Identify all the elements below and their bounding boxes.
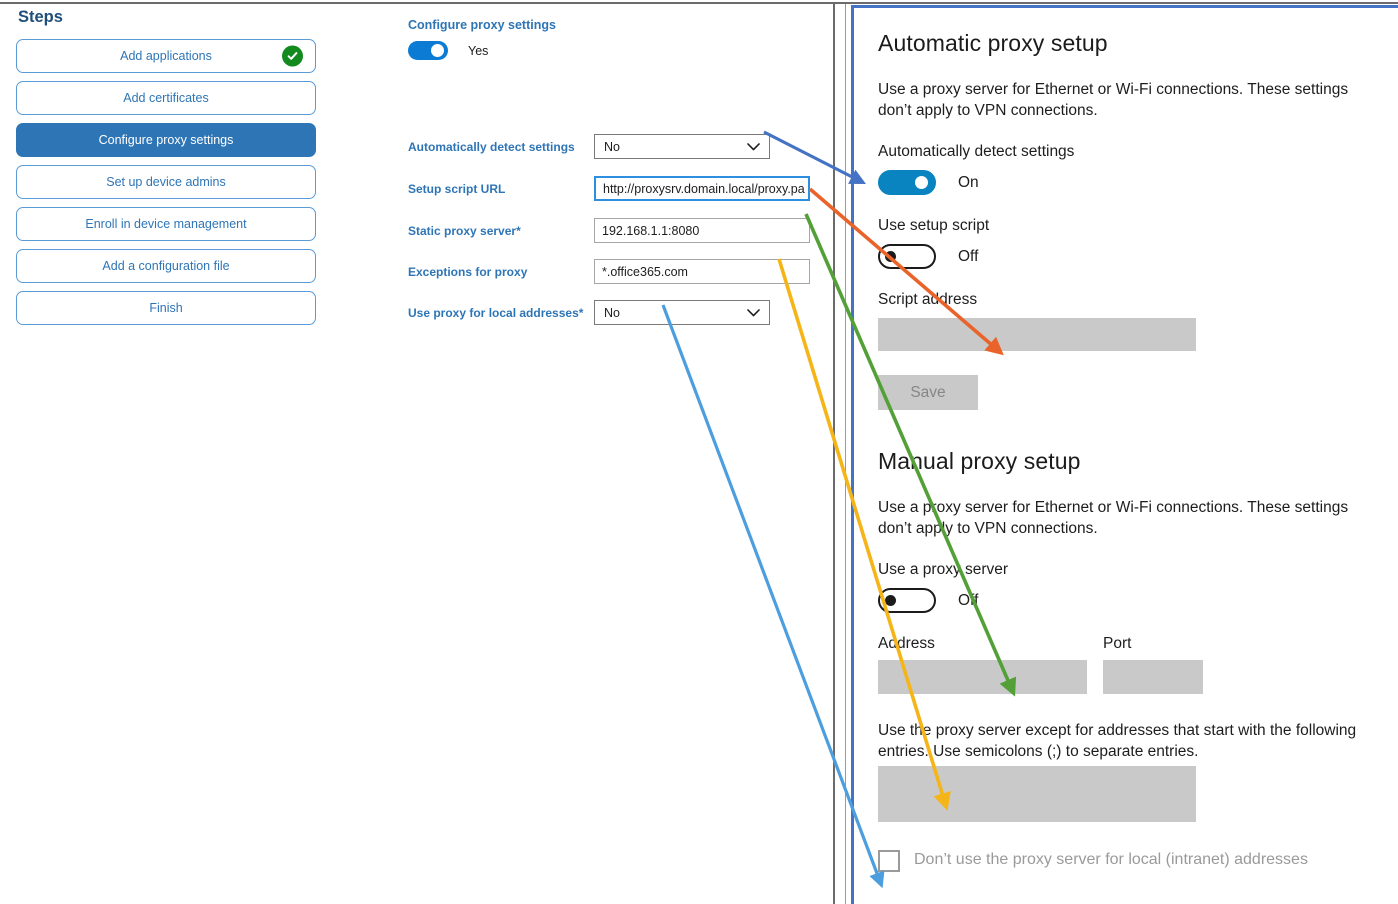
sidebar-item-set-up-device-admins[interactable]: Set up device admins — [16, 165, 316, 199]
automatic-proxy-setup-heading: Automatic proxy setup — [878, 30, 1108, 56]
field-control: 192.168.1.1:8080 — [594, 218, 810, 243]
sidebar-item-label: Finish — [149, 301, 183, 315]
field-row-setup-script-url: Setup script URL http://proxysrv.domain.… — [408, 176, 828, 201]
sidebar-item-label: Set up device admins — [106, 175, 226, 189]
address-port-row: Address Port — [878, 635, 1398, 694]
toggle-value-label: Yes — [468, 43, 489, 58]
field-label: Automatically detect settings — [408, 139, 575, 154]
select-value: No — [604, 305, 620, 320]
vertical-divider-inner — [845, 4, 846, 904]
field-label: Setup script URL — [408, 181, 506, 196]
use-a-proxy-server-label: Use a proxy server — [878, 561, 1009, 578]
check-circle-icon — [282, 45, 303, 67]
field-control: No — [594, 300, 770, 325]
exceptions-for-proxy-input[interactable]: *.office365.com — [594, 259, 810, 284]
input-value: *.office365.com — [602, 264, 688, 279]
automatically-detect-settings-label: Automatically detect settings — [878, 143, 1075, 160]
toggle-track — [878, 244, 936, 269]
exceptions-input[interactable] — [878, 766, 1196, 822]
port-input[interactable] — [1103, 660, 1203, 694]
sidebar-item-add-a-configuration-file[interactable]: Add a configuration file — [16, 249, 316, 283]
sidebar-item-label: Add certificates — [123, 91, 209, 105]
bypass-local-addresses-row[interactable]: Don’t use the proxy server for local (in… — [878, 850, 1398, 872]
toggle-track — [878, 170, 936, 195]
toggle-track — [878, 588, 936, 613]
field-control: No — [594, 134, 770, 159]
field-row-automatically-detect-settings: Automatically detect settings No — [408, 134, 828, 159]
field-row-static-proxy-server: Static proxy server* 192.168.1.1:8080 — [408, 218, 828, 243]
toggle-track — [408, 41, 448, 60]
exceptions-description: Use the proxy server except for addresse… — [878, 722, 1357, 760]
manual-proxy-setup-heading: Manual proxy setup — [878, 448, 1081, 474]
sidebar-item-enroll-in-device-management[interactable]: Enroll in device management — [16, 207, 316, 241]
toggle-knob — [885, 251, 896, 262]
address-input[interactable] — [878, 660, 1087, 694]
top-divider — [0, 2, 1398, 4]
input-value: http://proxysrv.domain.local/proxy.pa — [603, 181, 805, 196]
toggle-knob — [915, 176, 928, 189]
steps-panel: Steps Add applications Add certificates … — [16, 8, 316, 333]
field-control: *.office365.com — [594, 259, 810, 284]
steps-title: Steps — [18, 8, 63, 26]
use-proxy-for-local-addresses-select[interactable]: No — [594, 300, 770, 325]
use-setup-script-toggle[interactable]: Off — [878, 244, 1398, 269]
sidebar-item-finish[interactable]: Finish — [16, 291, 316, 325]
sidebar-item-label: Add applications — [120, 49, 212, 63]
bypass-local-checkbox[interactable] — [878, 850, 900, 872]
save-button[interactable]: Save — [878, 375, 978, 410]
use-a-proxy-server-toggle[interactable]: Off — [878, 588, 1398, 613]
proxy-form-panel: Configure proxy settings Yes Automatical… — [408, 18, 828, 325]
port-label: Port — [1103, 635, 1132, 652]
setup-script-url-input[interactable]: http://proxysrv.domain.local/proxy.pa — [594, 176, 810, 201]
automatically-detect-settings-select[interactable]: No — [594, 134, 770, 159]
sidebar-item-label: Configure proxy settings — [98, 133, 234, 147]
field-label: Static proxy server* — [408, 223, 521, 238]
address-label: Address — [878, 635, 935, 652]
address-column: Address — [878, 635, 1087, 694]
manual-proxy-setup-description: Use a proxy server for Ethernet or Wi-Fi… — [878, 499, 1349, 537]
windows-proxy-settings-panel: Automatic proxy setup Use a proxy server… — [851, 5, 1398, 904]
required-marker: * — [516, 223, 521, 238]
sidebar-item-add-certificates[interactable]: Add certificates — [16, 81, 316, 115]
chevron-down-icon — [747, 306, 760, 320]
toggle-knob — [431, 44, 444, 57]
required-marker: * — [578, 305, 584, 320]
vertical-divider-outer — [833, 4, 835, 904]
chevron-down-icon — [747, 140, 760, 154]
field-label: Exceptions for proxy — [408, 264, 528, 279]
toggle-knob — [885, 595, 896, 606]
static-proxy-server-input[interactable]: 192.168.1.1:8080 — [594, 218, 810, 243]
automatic-proxy-setup-description: Use a proxy server for Ethernet or Wi-Fi… — [878, 81, 1349, 119]
port-column: Port — [1103, 635, 1203, 694]
select-value: No — [604, 139, 620, 154]
sidebar-item-configure-proxy-settings[interactable]: Configure proxy settings — [16, 123, 316, 157]
script-address-input[interactable] — [878, 318, 1196, 351]
field-row-exceptions-for-proxy: Exceptions for proxy *.office365.com — [408, 259, 828, 284]
arrow-use-proxy-local — [661, 304, 885, 889]
script-address-label: Script address — [878, 291, 978, 308]
save-button-label: Save — [910, 383, 946, 401]
form-title: Configure proxy settings — [408, 18, 556, 32]
toggle-state-label: Off — [958, 591, 979, 609]
automatically-detect-settings-toggle[interactable]: On — [878, 170, 1398, 195]
input-value: 192.168.1.1:8080 — [602, 223, 700, 238]
sidebar-item-add-applications[interactable]: Add applications — [16, 39, 316, 73]
toggle-state-label: Off — [958, 247, 979, 265]
sidebar-item-label: Enroll in device management — [85, 217, 247, 231]
field-label: Use proxy for local addresses* — [408, 305, 584, 320]
field-control: http://proxysrv.domain.local/proxy.pa — [594, 176, 810, 201]
field-row-use-proxy-for-local-addresses: Use proxy for local addresses* No — [408, 300, 828, 325]
configure-proxy-settings-toggle[interactable]: Yes — [408, 41, 828, 60]
sidebar-item-label: Add a configuration file — [102, 259, 230, 273]
toggle-state-label: On — [958, 173, 979, 191]
bypass-local-label: Don’t use the proxy server for local (in… — [914, 851, 1308, 868]
use-setup-script-label: Use setup script — [878, 217, 990, 234]
